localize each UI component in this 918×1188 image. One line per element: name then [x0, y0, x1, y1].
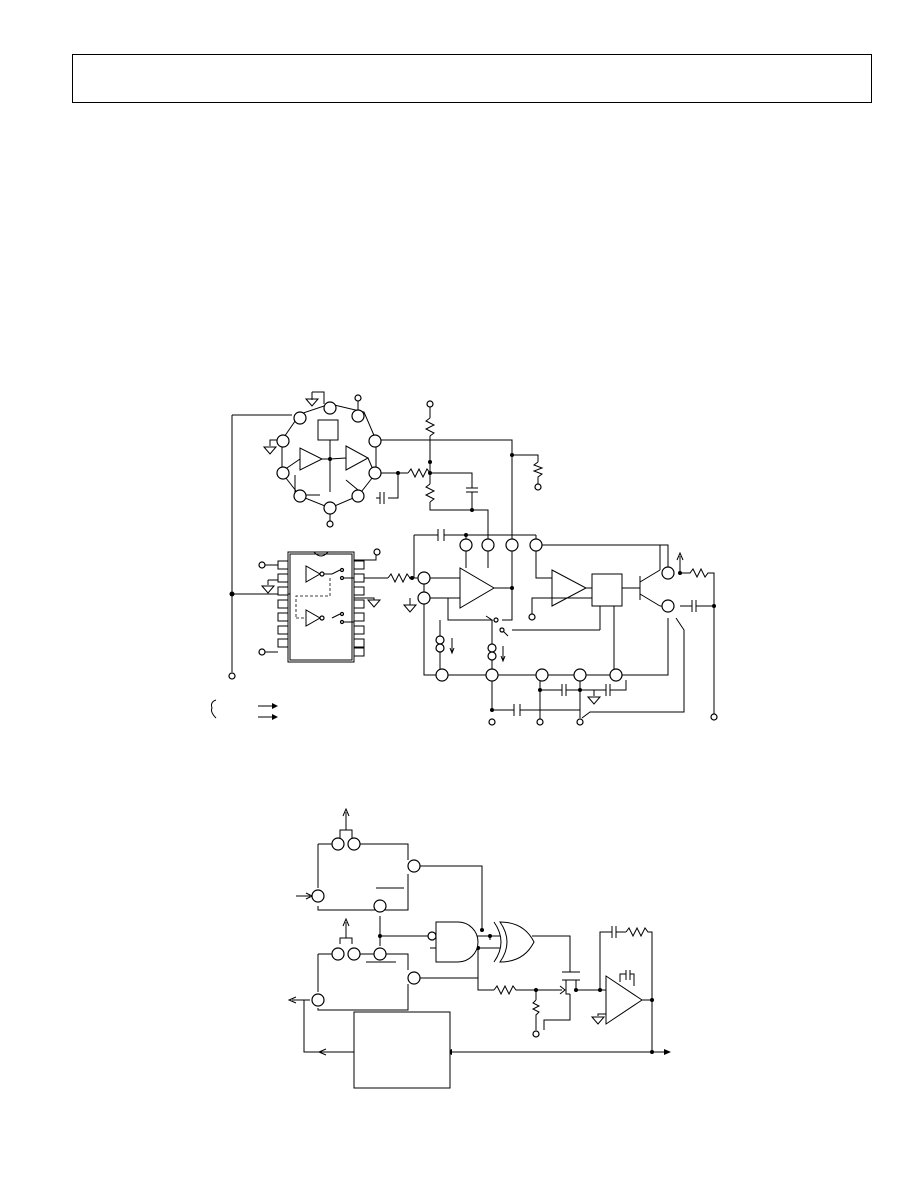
comparator: [551, 569, 588, 607]
fig1-wires: [211, 391, 718, 726]
octagon-pins: [276, 401, 382, 515]
logic-box: [591, 573, 623, 607]
header-box: [72, 54, 872, 103]
opamp-b: [345, 445, 370, 471]
opamp-a: [299, 447, 324, 471]
main-circuit-pins: [417, 538, 675, 682]
main-opamp: [459, 567, 495, 609]
soic-chip: [277, 551, 365, 663]
